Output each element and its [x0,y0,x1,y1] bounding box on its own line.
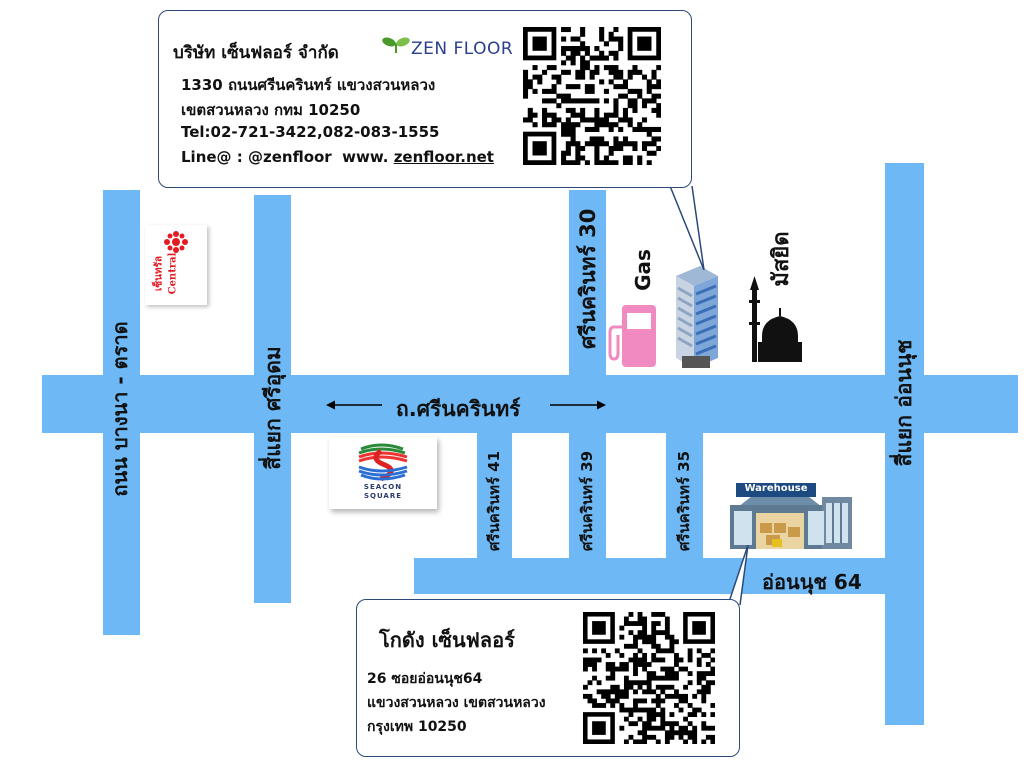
label-srinakarin-30: ศรีนครินทร์ 30 [576,208,600,349]
zen-floor-leaf-icon [382,37,410,53]
company-callout: บริษัท เซ็นฟลอร์ จำกัด ZEN FLOOR 1330 ถน… [158,10,692,188]
company-phone: Tel:02-721-3422,082-083-1555 [181,123,440,141]
zen-floor-logo-text: ZEN FLOOR [411,39,514,59]
warehouse-sign: Warehouse [744,483,808,494]
road-srinakarin-41 [477,432,512,559]
line-id: Line@ : @zenfloor www. [181,148,394,166]
label-onnut-64: อ่อนนุช 64 [762,570,862,594]
company-address-2: เขตสวนหลวง กทม 10250 [181,101,361,119]
central-text-en: Central [167,252,179,295]
company-name: บริษัท เซ็นฟลอร์ จำกัด [173,43,339,63]
seacon-square-logo: SEACON SQUARE [329,437,437,509]
road-srinakarin-main [42,375,1018,433]
warehouse-icon [730,483,852,549]
company-line-web: Line@ : @zenfloor www. zenfloor.net [181,148,494,166]
central-flower-icon [164,231,188,253]
website-link[interactable]: zenfloor.net [393,148,494,166]
road-onnut-main [885,163,924,725]
label-srinakarin-main: ถ.ศรีนครินทร์ [396,397,521,421]
road-srinakarin-35 [666,432,703,559]
office-building-icon [676,266,718,368]
label-siyaek-sriudom: สี่แยก ศรีอุดม [261,346,285,470]
callout-pointer-bottom [728,545,749,605]
gas-pump-icon [608,305,656,367]
warehouse-address-1: 26 ซอยอ่อนนุช64 [367,671,483,687]
qr-code-company-icon [523,27,661,165]
callout-pointer-top [669,186,705,270]
warehouse-address-3: กรุงเทพ 10250 [367,719,467,735]
central-logo: เซ็นทรัล Central [145,225,207,305]
qr-code-warehouse-icon [583,612,715,744]
label-siyaek-onnut: สี่แยก อ่อนนุช [892,339,916,467]
mosque-icon [749,276,802,362]
warehouse-callout: โกดัง เซ็นฟลอร์ 26 ซอยอ่อนนุช64 แขวงสวนห… [356,599,740,757]
label-gas: Gas [631,249,655,291]
road-srinakarin-30 [569,190,606,376]
road-onnut-64 [414,558,885,594]
arrow-left-icon [326,400,382,410]
label-srinakarin-39: ศรีนครินทร์ 39 [578,450,596,552]
label-bangna-trat: ถนน บางนา - ตราด [108,321,132,497]
seacon-emblem-icon [358,443,408,482]
road-srinakarin-39 [569,432,606,559]
warehouse-title: โกดัง เซ็นฟลอร์ [379,628,515,652]
seacon-text: SEACON [363,483,403,491]
label-srinakarin-35: ศรีนครินทร์ 35 [675,450,693,552]
arrow-right-icon [550,400,606,410]
company-address-1: 1330 ถนนศรีนครินทร์ แขวงสวนหลวง [181,76,436,94]
central-text-thai: เซ็นทรัล [153,255,165,292]
label-mosque: มัสยิด [769,231,794,287]
warehouse-address-2: แขวงสวนหลวง เขตสวนหลวง [367,695,546,711]
square-text: SQUARE [363,492,403,500]
label-srinakarin-41: ศรีนครินทร์ 41 [485,450,503,552]
